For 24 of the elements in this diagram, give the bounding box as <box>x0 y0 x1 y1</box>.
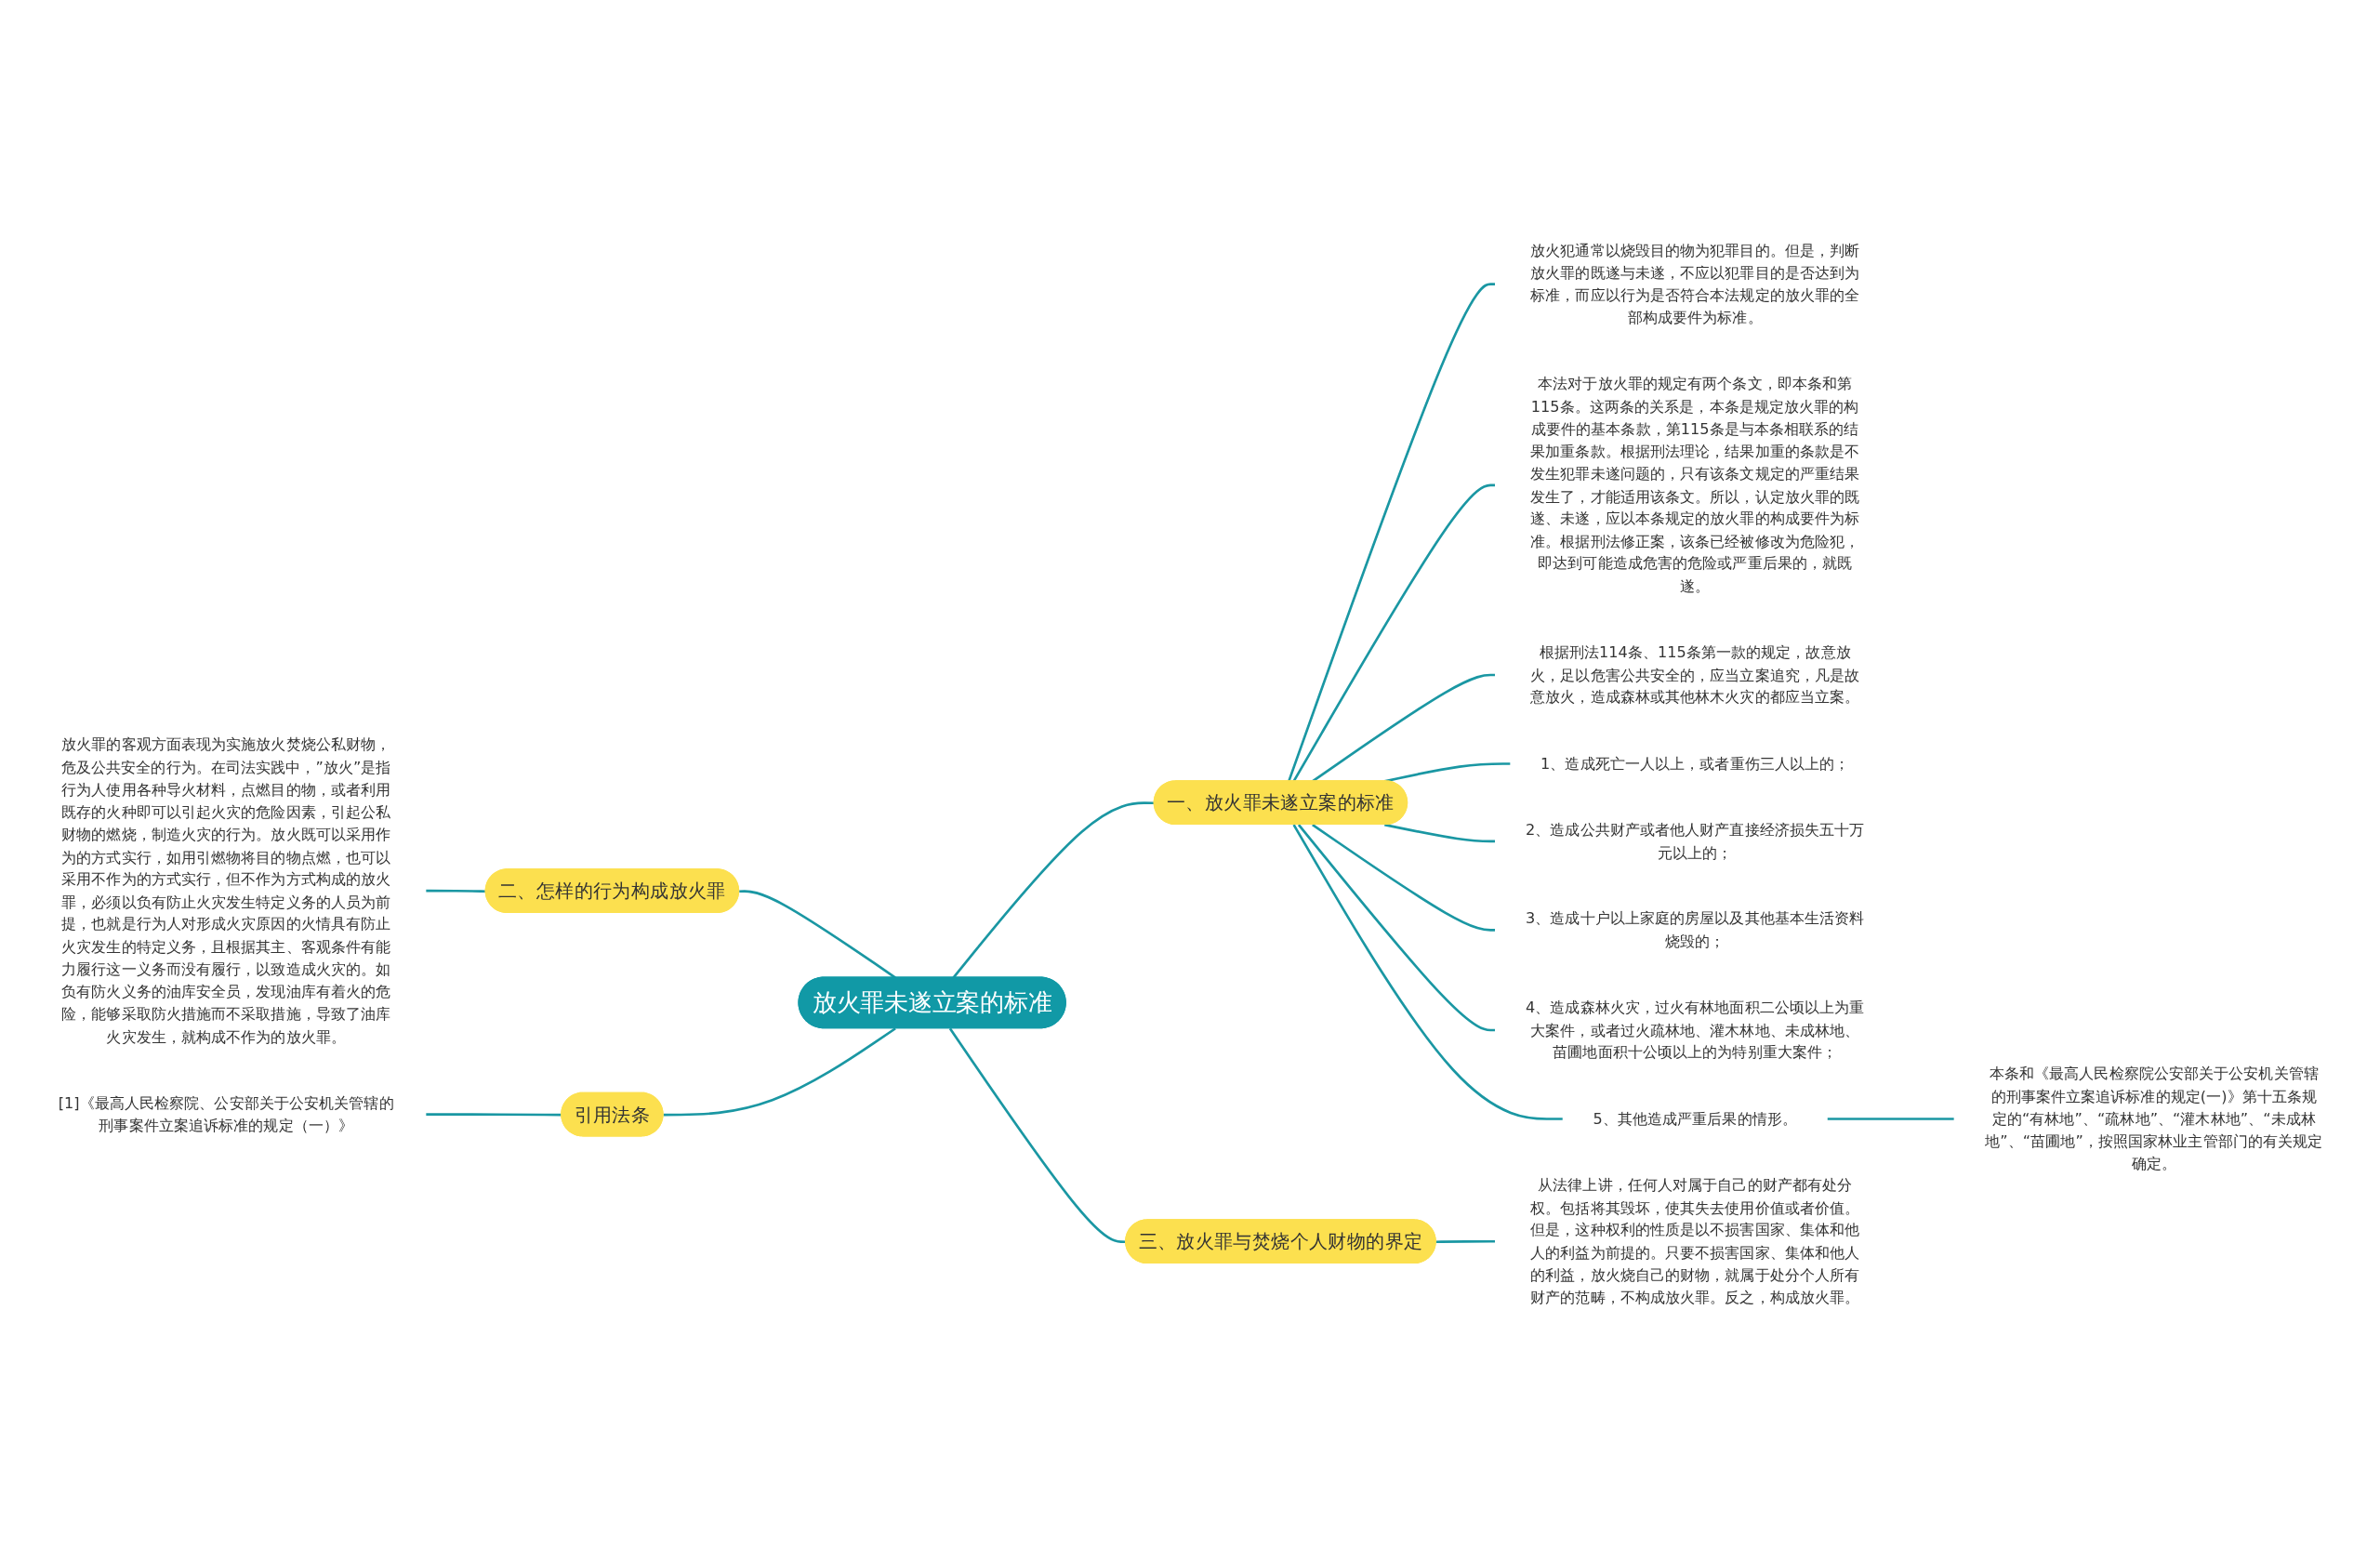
node-text: 放火罪的客观方面表现为实施放火焚烧公私财物，危及公共安全的行为。在司法实践中，”放火”是指行为人使用各种导火材料，点燃目的物，或者利用既存的火种即可以引起火灾的危险因素，引起公私财物的燃烧，制造火灾的行为。放火既可以采用作为的方式实行，如用引燃物将目的物点燃，也可以采用不作为的方式实行，但不作为方式构成的放火罪，必须以负有防止火灾发生特定义务的人员为前提，也就是行为人对形成火灾原因的火情具有防止火灾发生的特定义务，且根据其主、客观条件有能力履行这一义务而没有履行，以致造成火灾的。如负有防火义务的油库安全员，发现油库有着火的危险，能够采取防火措施而不采取措施，导致了油库火灾发生，就构成不作为的放火罪。 <box>60 735 391 1046</box>
connector <box>1384 823 1496 843</box>
connector <box>425 889 486 893</box>
node-text: 3、造成十户以上家庭的房屋以及其他基本生活资料烧毁的； <box>1526 909 1865 950</box>
node-text: [1]《最高人民检察院、公安部关于公安机关管辖的刑事案件立案追诉标准的规定（一）》 <box>58 1093 394 1135</box>
node-text: 1、造成死亡一人以上，或者重伤三人以上的； <box>1540 754 1850 773</box>
node-text: 本条和《最高人民检察院公安部关于公安机关管辖的刑事案件立案追诉标准的规定(一)》第十五条规定的“有林地”、“疏林地”、“灌木林地”、“未成林地”、“苗圃地”，按照国家林业主管部门的有关规定确定。 <box>1985 1065 2323 1173</box>
node-text: 本法对于放火罪的规定有两个条文，即本条和第115条。这两条的关系是，本条是规定放火罪的构成要件的基本条款，第115条是与本条相联系的结果加重条款。根据刑法理论，结果加重的条款是不发生犯罪未遂问题的，只有该条文规定的严重结果发生了，才能适用该条文。所以，认定放火罪的既遂、未遂，应以本条规定的放火罪的构成要件为标准。根据刑法修正案，该条已经被修改为危险犯，即达到可能造成危害的危险或严重后果的，就既遂。 <box>1530 375 1860 595</box>
connector <box>952 801 1155 979</box>
connector <box>1297 824 1496 1032</box>
node-text: 根据刑法114条、115条第一款的规定，故意放火，足以危害公共安全的，应当立案追究，凡是故意放火，造成森林或其他林木火灾的都应当立案。 <box>1530 642 1860 707</box>
connector <box>663 1027 896 1117</box>
connector <box>1292 824 1564 1120</box>
node-text: 放火犯通常以烧毁目的物为犯罪目的。但是，判断放火罪的既遂与未遂，不应以犯罪目的是否达到为标准，而应以行为是否符合本法规定的放火罪的全部构成要件为标准。 <box>1530 241 1860 327</box>
node-text: 2、造成公共财产或者他人财产直接经济损失五十万元以上的； <box>1526 820 1865 862</box>
node-text: 4、造成森林火灾，过火有林地面积二公顷以上为重大案件，或者过火疏林地、灌木林地、未成林地、苗圃地面积十公顷以上的为特别重大案件； <box>1526 998 1865 1062</box>
connector <box>1435 1239 1496 1244</box>
connector <box>1312 824 1496 932</box>
connector <box>1384 762 1511 783</box>
connector <box>1288 283 1496 782</box>
connector <box>1827 1118 1955 1120</box>
node-text: 从法律上讲，任何人对属于自己的财产都有处分权。包括将其毁坏，使其失去使用价值或者价值。但是，这种权利的性质是以不损害国家、集体和他人的利益为前提的。只要不损害国家、集体和他人的利益，放火烧自己的财物，就属于处分个人所有财产的范畴，不构成放火罪。反之，构成放火罪。 <box>1530 1175 1860 1306</box>
node-text: 5、其他造成严重后果的情形。 <box>1593 1109 1797 1128</box>
connector <box>739 890 896 979</box>
